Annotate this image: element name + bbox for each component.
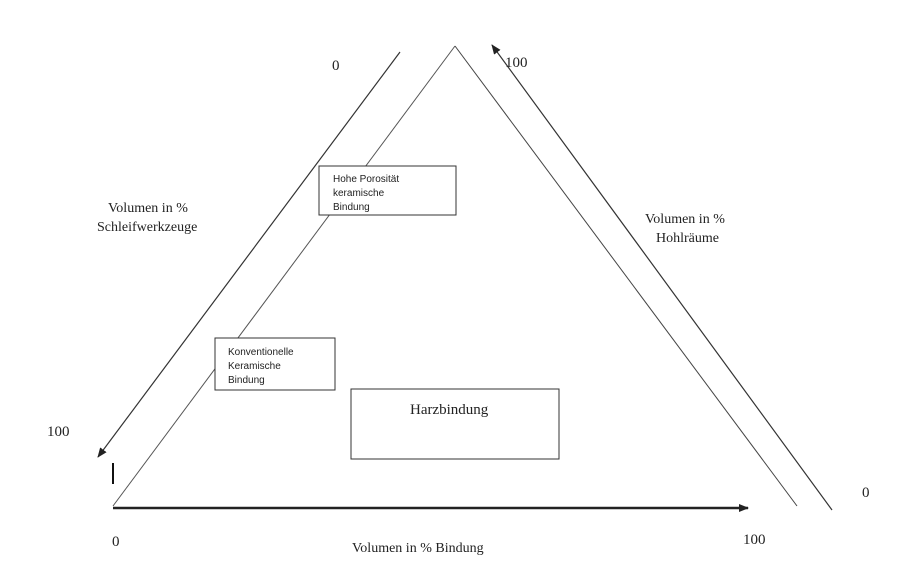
bottom-axis-label: Volumen in % Bindung: [352, 541, 484, 556]
triangle-left-edge: [112, 45, 456, 507]
high-porosity-box: Hohe Porosität keramische Bindung: [318, 165, 457, 216]
right-axis-label-line1: Volumen in %: [645, 212, 725, 227]
high-porosity-box-line3: Bindung: [333, 202, 370, 213]
bottom-axis-right-tick: 100: [743, 532, 766, 548]
conventional-box: Konventionelle Keramische Bindung: [214, 337, 336, 391]
left-axis-label-line1: Volumen in %: [108, 201, 188, 216]
right-axis-arrow: [491, 44, 833, 511]
high-porosity-box-line2: keramische: [333, 188, 385, 199]
conventional-box-line3: Bindung: [228, 375, 265, 386]
bottom-axis-left-tick: 0: [112, 534, 120, 550]
right-axis-top-tick: 100: [505, 55, 528, 71]
resin-box-frame: [350, 388, 560, 460]
triangle-right-edge: [454, 45, 798, 507]
high-porosity-box-line1: Hohe Porosität: [333, 174, 399, 185]
left-axis-top-tick: 0: [332, 58, 340, 74]
resin-box: Harzbindung: [350, 388, 560, 460]
right-axis-bottom-tick: 0: [862, 485, 870, 501]
resin-box-label: Harzbindung: [410, 402, 489, 418]
conventional-box-frame: [214, 337, 336, 391]
left-axis-arrow: [97, 51, 401, 458]
left-axis-label-line2: Schleifwerkzeuge: [97, 220, 197, 235]
conventional-box-line2: Keramische: [228, 361, 281, 372]
left-axis-bottom-tick: 100: [47, 424, 70, 440]
conventional-box-line1: Konventionelle: [228, 347, 294, 358]
triangle-outline: [112, 45, 798, 512]
right-axis-label: Volumen in % Hohlräume: [645, 212, 725, 246]
high-porosity-box-frame: [318, 165, 457, 216]
right-axis-label-line2: Hohlräume: [656, 231, 719, 246]
left-axis-label: Volumen in % Schleifwerkzeuge: [97, 201, 197, 235]
